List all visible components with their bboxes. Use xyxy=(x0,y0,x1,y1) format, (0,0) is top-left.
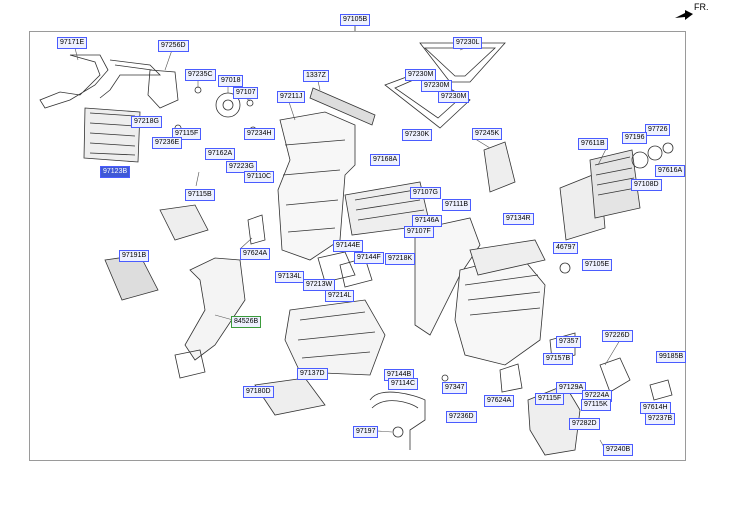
callout-97180d[interactable]: 97180D xyxy=(243,386,274,398)
callout-46797[interactable]: 46797 xyxy=(553,242,579,254)
assembly-code-label[interactable]: 97105B xyxy=(340,14,371,26)
callout-97144f[interactable]: 97144F xyxy=(354,252,384,264)
callout-97230m-b[interactable]: 97230M xyxy=(421,80,453,92)
callout-97162a[interactable]: 97162A xyxy=(205,148,236,160)
callout-97144e[interactable]: 97144E xyxy=(333,240,364,252)
callout-97611b[interactable]: 97611B xyxy=(578,138,608,150)
callout-97256d[interactable]: 97256D xyxy=(158,40,189,52)
callout-1337z[interactable]: 1337Z xyxy=(303,70,329,82)
callout-97107g[interactable]: 97107G xyxy=(410,187,441,199)
callout-97168a[interactable]: 97168A xyxy=(370,154,401,166)
callout-97107[interactable]: 97107 xyxy=(233,87,259,99)
callout-97191b[interactable]: 97191B xyxy=(119,250,150,262)
callout-97235c[interactable]: 97235C xyxy=(185,69,216,81)
callout-97234h[interactable]: 97234H xyxy=(244,128,275,140)
callout-97197[interactable]: 97197 xyxy=(353,426,379,438)
callout-97230l[interactable]: 97230L xyxy=(453,37,483,49)
callout-97115k[interactable]: 97115K xyxy=(581,399,611,411)
callout-97240b[interactable]: 97240B xyxy=(603,444,634,456)
callout-97237b[interactable]: 97237B xyxy=(645,413,676,425)
callout-97108d[interactable]: 97108D xyxy=(631,179,662,191)
callout-97115b[interactable]: 97115B xyxy=(185,189,215,201)
callout-97616a[interactable]: 97616A xyxy=(655,165,686,177)
callout-97018[interactable]: 97018 xyxy=(218,75,244,87)
callout-97129a[interactable]: 97129A xyxy=(556,382,587,394)
callout-97157b[interactable]: 97157B xyxy=(543,353,574,365)
callout-97211j[interactable]: 97211J xyxy=(277,91,306,103)
callout-97236d[interactable]: 97236D xyxy=(446,411,477,423)
callout-97214l[interactable]: 97214L xyxy=(325,290,355,302)
callout-97230m-c[interactable]: 97230M xyxy=(438,91,470,103)
callout-97114c[interactable]: 97114C xyxy=(388,378,419,390)
front-arrow-icon xyxy=(675,10,693,20)
diagram-frame xyxy=(29,31,686,461)
callout-97282d[interactable]: 97282D xyxy=(569,418,600,430)
callout-97134r[interactable]: 97134R xyxy=(503,213,534,225)
callout-97123b[interactable]: 97123B xyxy=(100,166,131,178)
callout-97196[interactable]: 97196 xyxy=(622,132,648,144)
callout-97245k[interactable]: 97245K xyxy=(472,128,503,140)
callout-97218g[interactable]: 97218G xyxy=(131,116,162,128)
callout-97347[interactable]: 97347 xyxy=(442,382,468,394)
callout-97230k[interactable]: 97230K xyxy=(402,129,433,141)
callout-97134l[interactable]: 97134L xyxy=(275,271,305,283)
front-direction-label: FR. xyxy=(694,2,709,12)
callout-97107f[interactable]: 97107F xyxy=(404,226,434,238)
callout-97110c[interactable]: 97110C xyxy=(244,171,275,183)
callout-97624a-a[interactable]: 97624A xyxy=(240,248,271,260)
callout-97726[interactable]: 97726 xyxy=(645,124,671,136)
callout-97171e[interactable]: 97171E xyxy=(57,37,88,49)
callout-97105e[interactable]: 97105E xyxy=(582,259,613,271)
callout-97357[interactable]: 97357 xyxy=(556,336,582,348)
callout-97213w[interactable]: 97213W xyxy=(303,279,336,291)
callout-84526b[interactable]: 84526B xyxy=(231,316,262,328)
callout-97137d[interactable]: 97137D xyxy=(297,368,328,380)
callout-97218k[interactable]: 97218K xyxy=(385,253,416,265)
callout-97624a-b[interactable]: 97624A xyxy=(484,395,515,407)
callout-97115f-b[interactable]: 97115F xyxy=(535,393,565,405)
callout-97226d[interactable]: 97226D xyxy=(602,330,633,342)
callout-99185b[interactable]: 99185B xyxy=(656,351,687,363)
callout-97223g[interactable]: 97223G xyxy=(226,161,257,173)
callout-97236e[interactable]: 97236E xyxy=(152,137,183,149)
callout-97230m-a[interactable]: 97230M xyxy=(405,69,437,81)
callout-97111b[interactable]: 97111B xyxy=(442,199,472,211)
